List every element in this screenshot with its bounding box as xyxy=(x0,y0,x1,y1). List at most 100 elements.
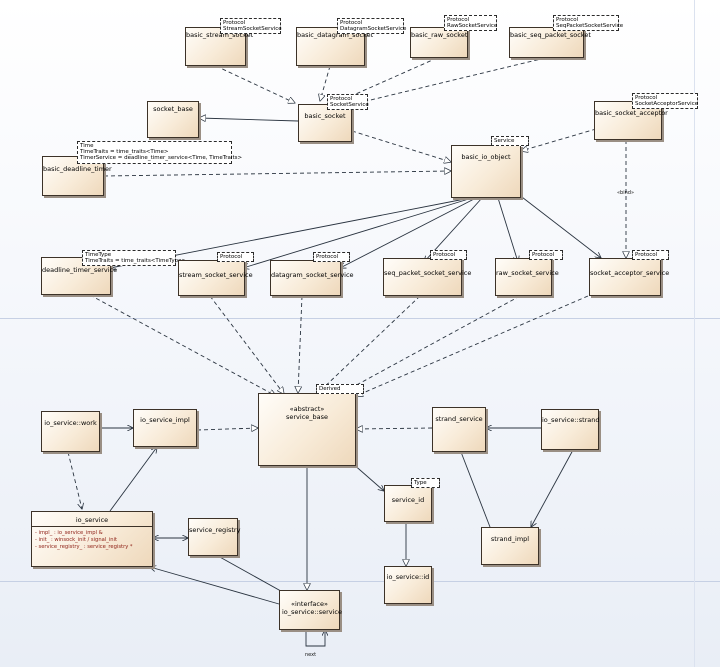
template-param: TimeTraits = time_traits<TimeType> xyxy=(85,258,187,265)
class-basic-socket-acceptor[interactable]: basic_socket_acceptor xyxy=(594,101,668,140)
class-strand-impl[interactable]: strand_impl xyxy=(481,527,539,565)
class-basic-seq-packet-socket[interactable]: basic_seq_packet_socket xyxy=(509,27,591,58)
class-name: service_registry xyxy=(189,526,241,534)
template-param: SeqPacketSocketService xyxy=(556,23,624,30)
class-name: io_service::service xyxy=(282,608,342,616)
class-seq-packet-socket-service[interactable]: seq_packet_socket_service xyxy=(383,258,472,296)
template-params: Protocol xyxy=(313,252,350,263)
background-guide-line xyxy=(0,581,720,582)
template-params: Protocol SeqPacketSocketService xyxy=(553,15,624,32)
template-param: TimerService = deadline_timer_service<Ti… xyxy=(80,155,243,162)
template-params: Protocol xyxy=(217,252,254,263)
template-param: Protocol xyxy=(316,254,339,260)
class-name: socket_acceptor_service xyxy=(590,269,670,277)
template-params: Protocol SocketAcceptorService xyxy=(632,93,699,110)
template-param: SocketAcceptorService xyxy=(635,101,699,108)
class-io-service-impl[interactable]: io_service_impl xyxy=(133,409,197,447)
class-io-service-work[interactable]: io_service::work xyxy=(41,411,100,452)
class-name: service_id xyxy=(391,496,425,504)
class-io-service-strand[interactable]: io_service::strand xyxy=(541,409,600,450)
template-params: Protocol xyxy=(632,250,669,261)
template-param: Protocol xyxy=(635,252,658,258)
class-name: basic_stream_socket xyxy=(186,31,254,39)
class-name: io_service::work xyxy=(44,419,97,427)
template-param: DatagramSocketService xyxy=(340,26,407,33)
template-param: SocketService xyxy=(330,102,369,109)
class-stereotype: «abstract» xyxy=(289,405,325,413)
template-params: Protocol xyxy=(529,250,563,261)
class-name: basic_socket_acceptor xyxy=(595,109,668,117)
template-param: Derived xyxy=(319,386,341,392)
template-param: Protocol xyxy=(340,20,363,26)
class-service-id[interactable]: service_id xyxy=(384,485,432,522)
template-params: Protocol StreamSocketService xyxy=(220,18,282,35)
class-name: basic_deadline_timer xyxy=(43,165,112,173)
class-service-base[interactable]: «abstract» service_base xyxy=(258,393,356,466)
class-name: stream_socket_service xyxy=(179,271,253,279)
template-param: Protocol xyxy=(635,95,658,101)
class-stream-socket-service[interactable]: stream_socket_service xyxy=(178,260,253,296)
template-param: Protocol xyxy=(532,252,555,258)
class-io-service[interactable]: io_service - impl_ : io_service_impl & -… xyxy=(31,511,153,567)
class-name: socket_base xyxy=(153,105,193,113)
class-strand-service[interactable]: strand_service xyxy=(432,407,486,452)
class-name: basic_datagram_socket xyxy=(297,31,374,39)
template-param: Time xyxy=(80,143,94,149)
template-params: Protocol xyxy=(430,250,467,261)
class-name: io_service xyxy=(75,516,109,524)
template-params: Protocol DatagramSocketService xyxy=(337,18,407,35)
class-socket-acceptor-service[interactable]: socket_acceptor_service xyxy=(589,258,670,296)
attribute-list: - impl_ : io_service_impl & - init_ : wi… xyxy=(32,526,152,551)
class-name: basic_io_object xyxy=(461,153,511,161)
class-service-registry[interactable]: service_registry xyxy=(188,518,241,556)
class-name: seq_packet_socket_service xyxy=(384,269,472,277)
template-params: TimeType TimeTraits = time_traits<TimeTy… xyxy=(82,250,187,267)
class-name: datagram_socket_service xyxy=(271,271,354,279)
class-io-service-id[interactable]: io_service::id xyxy=(384,566,432,604)
class-name: io_service::strand xyxy=(542,416,600,424)
template-param: Protocol xyxy=(433,252,456,258)
edge-label-bind: «bind» xyxy=(617,190,635,196)
class-name: basic_socket xyxy=(304,112,346,120)
template-param: TimeTraits = time_traits<Time> xyxy=(80,149,169,156)
template-param: Protocol xyxy=(447,17,470,23)
edge-label-next: next xyxy=(305,652,317,658)
class-socket-base[interactable]: socket_base xyxy=(147,101,199,138)
class-stereotype: «interface» xyxy=(291,600,328,608)
template-param: Protocol xyxy=(330,96,353,102)
class-name: service_base xyxy=(285,413,329,421)
class-name: deadline_timer_service xyxy=(42,266,118,274)
attribute-service-registry: - service_registry_ : service_registry * xyxy=(35,544,133,550)
template-param: Protocol xyxy=(556,17,579,23)
template-params: Protocol RawSocketService xyxy=(444,15,498,32)
template-param: Protocol xyxy=(220,254,243,260)
template-params: Protocol SocketService xyxy=(327,94,369,111)
attribute-impl: - impl_ : io_service_impl & xyxy=(35,530,103,536)
class-name: strand_service xyxy=(435,415,483,423)
template-params: Type xyxy=(411,478,440,489)
class-name: strand_impl xyxy=(490,535,530,543)
template-param: TimeType xyxy=(85,252,112,258)
class-io-service-service[interactable]: «interface» io_service::service xyxy=(279,590,342,630)
class-raw-socket-service[interactable]: raw_socket_service xyxy=(495,258,559,296)
template-params: Derived xyxy=(316,384,364,395)
class-name: raw_socket_service xyxy=(496,269,559,277)
template-param: Protocol xyxy=(223,20,246,26)
class-name: basic_raw_socket xyxy=(411,31,468,39)
class-basic-raw-socket[interactable]: basic_raw_socket xyxy=(410,27,468,58)
template-param: Type xyxy=(414,480,427,486)
class-name: io_service::id xyxy=(386,573,430,581)
class-name: io_service_impl xyxy=(140,416,190,424)
class-datagram-socket-service[interactable]: datagram_socket_service xyxy=(270,260,354,296)
class-basic-io-object[interactable]: basic_io_object xyxy=(451,145,521,198)
template-param: RawSocketService xyxy=(447,23,498,30)
class-name: basic_seq_packet_socket xyxy=(510,31,591,39)
template-param: StreamSocketService xyxy=(223,26,282,33)
template-param: Service xyxy=(494,138,515,144)
template-params: Time TimeTraits = time_traits<Time> Time… xyxy=(77,141,243,164)
template-params: Service xyxy=(491,136,529,147)
background-guide-line xyxy=(694,0,695,667)
attribute-init: - init_ : winsock_init / signal_init xyxy=(35,537,118,543)
